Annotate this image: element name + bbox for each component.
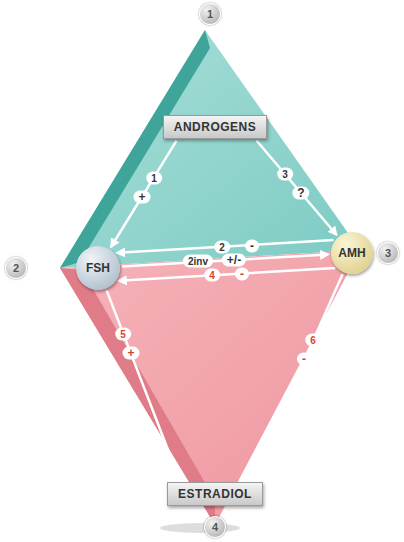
- hormone-circle: AMH: [331, 232, 373, 274]
- hormone-circle: FSH: [76, 246, 120, 290]
- hormone-box: ANDROGENS: [163, 115, 268, 139]
- effect-sign: ?: [292, 187, 309, 200]
- connector-arrow: [117, 240, 333, 253]
- callout-number: 3: [377, 242, 399, 264]
- effect-sign: +/-: [222, 254, 246, 267]
- callout-number: 2: [5, 257, 27, 279]
- edge-number: 1: [146, 172, 162, 185]
- shadow: [160, 523, 240, 533]
- edge-number: 3: [277, 168, 293, 181]
- connector-arrow: [119, 268, 335, 281]
- edge-number: 4: [204, 269, 220, 282]
- effect-sign: +: [133, 191, 150, 204]
- node-label: ESTRADIOL: [178, 487, 252, 501]
- effect-sign: -: [245, 240, 259, 253]
- connector-arrow: [107, 290, 180, 479]
- edge-number: 5: [115, 328, 131, 341]
- upper-face: [60, 30, 360, 268]
- callout-number: 4: [204, 516, 226, 538]
- node-label: AMH: [338, 246, 365, 260]
- upper-side: [60, 30, 210, 268]
- edge-number: 6: [305, 334, 321, 347]
- hormone-box: ESTRADIOL: [167, 482, 263, 506]
- effect-sign: -: [235, 268, 249, 281]
- lower-face: [60, 250, 360, 525]
- node-label: ANDROGENS: [174, 120, 257, 134]
- connector-arrow: [111, 141, 176, 247]
- callout-number: 1: [199, 3, 221, 25]
- connector-arrow: [252, 274, 343, 479]
- connector-arrow: [122, 254, 328, 266]
- node-label: FSH: [86, 261, 110, 275]
- connector-arrow: [256, 141, 336, 235]
- effect-sign: +: [122, 347, 139, 360]
- edge-number: 2inv: [183, 255, 213, 268]
- effect-sign: -: [297, 353, 311, 366]
- edge-number: 2: [214, 241, 230, 254]
